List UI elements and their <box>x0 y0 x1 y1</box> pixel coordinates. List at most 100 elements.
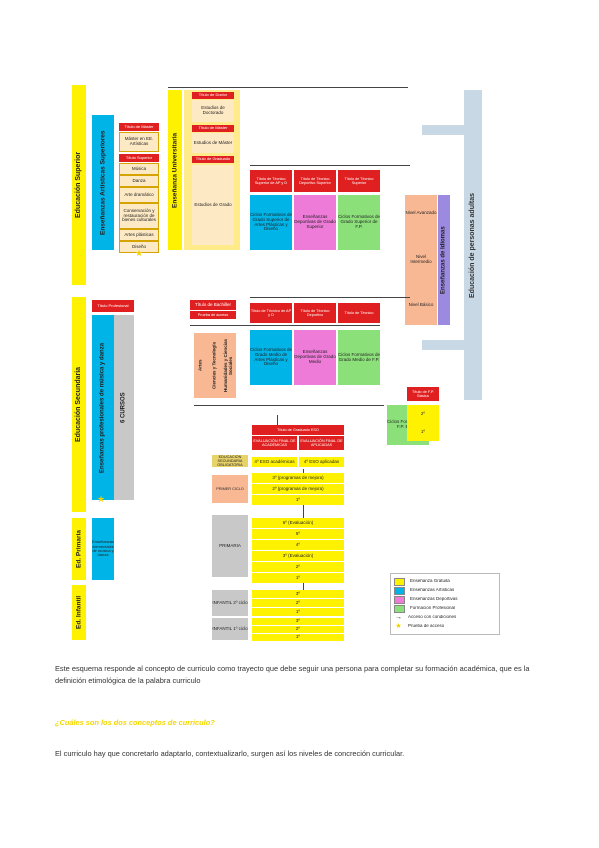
ciclo-medio-apd: Ciclos Formativos de Grado Medio de Arte… <box>250 330 292 385</box>
connector-line <box>303 469 304 473</box>
primaria-6: 6º (Evaluación) <box>252 518 344 528</box>
title-profesional: Título Profesional <box>92 300 134 312</box>
arrow-left-icon <box>422 125 464 135</box>
legend-fp: Formación Profesional <box>394 604 496 613</box>
connector-line <box>168 87 408 88</box>
eso-4-academicas: 4º ESO académicas <box>252 457 297 467</box>
fp-basica-1: 1º <box>407 423 439 441</box>
eso-1: 1º <box>252 495 344 505</box>
nivel-basico: Nivel Básico <box>408 301 434 307</box>
item-master-uni: Estudios de Máster <box>192 133 234 153</box>
infantil2-1: 1º <box>252 608 344 616</box>
item-artes-plasticas: Artes plásticas <box>119 229 159 241</box>
item-master-ee: Máster en EE. Artísticas <box>119 132 159 152</box>
title-tecnico-deportivo: Título de Técnico Deportivo <box>294 303 336 323</box>
infantil2-2: 2º <box>252 599 344 607</box>
seis-cursos: 6 CURSOS <box>114 315 134 500</box>
nivel-intermedio: Nivel Intermedio <box>410 254 432 264</box>
legend-artisticas: Enseñanzas Artísticas <box>394 586 496 595</box>
item-diseno: Diseño <box>119 241 159 253</box>
infantil1-1: 1º <box>252 634 344 641</box>
idiomas-panel <box>405 195 437 325</box>
title-fp-basica: Título de F.P. Básica <box>407 387 439 401</box>
title-doctor: Título de Doctor <box>192 92 234 99</box>
primaria-3: 3º (Evaluación) <box>252 551 344 561</box>
arrow-icon: → <box>395 613 402 621</box>
band-educacion-secundaria: Educación Secundaria <box>72 297 86 512</box>
infantil-segundo-ciclo: INFANTIL 2º ciclo <box>212 590 248 616</box>
educacion-adultas: Educación de personas adultas <box>464 90 482 400</box>
connector-line <box>277 415 278 425</box>
ensenanza-universitaria: Enseñanza Universitaria <box>168 90 182 250</box>
connector-line <box>190 325 380 326</box>
item-doctorado: Estudios de Doctorado <box>192 100 234 122</box>
title-graduado: Título de Graduado <box>192 156 234 163</box>
legend: Enseñanza Gratuita Enseñanzas Artísticas… <box>390 573 500 635</box>
item-musica: Música <box>119 163 159 175</box>
band-primaria: Ed. Primaria <box>72 518 86 580</box>
nivel-avanzado: Nivel Avanzado <box>405 209 437 215</box>
star-icon: ★ <box>134 249 144 258</box>
legend-acceso: →Acceso con condiciones <box>395 613 457 621</box>
connector-line <box>303 505 304 518</box>
infantil1-2: 2º <box>252 626 344 633</box>
eso-4-aplicadas: 4º ESO aplicadas <box>299 457 344 467</box>
item-danza: Danza <box>119 175 159 187</box>
title-master-uni: Título de Máster <box>192 125 234 132</box>
infantil1-3: 3º <box>252 618 344 625</box>
primaria-4: 4º <box>252 540 344 550</box>
legend-deportivas: Enseñanzas Deportivas <box>394 595 496 604</box>
ensenanzas-elementales: Enseñanzas elementales de música y danza <box>92 518 114 580</box>
ciclo-superior-apd: Ciclos Formativos de Grado Superior de A… <box>250 195 292 250</box>
evaluacion-academicas: EVALUACIÓN FINAL DE ACADÉMICAS <box>252 436 297 450</box>
band-infantil: Ed. Infantil <box>72 585 86 640</box>
ciclo-superior-fp: Ciclos Formativos de Grado Superior de F… <box>338 195 380 250</box>
title-tecnico-apd: Título de Técnico de AP y D <box>250 303 292 323</box>
legend-gratuita: Enseñanza Gratuita <box>394 577 496 586</box>
title-tecnico-superior-apd: Título de Técnico Superior de AP y D <box>250 170 292 192</box>
item-arte-dramatico: Arte dramático <box>119 187 159 203</box>
title-tecnico-deportivo-superior: Título de Técnico Deportivo Superior <box>294 170 336 192</box>
item-grado: Estudios de Grado <box>192 165 234 245</box>
title-tecnico: Título de Técnico <box>338 303 380 323</box>
eso-primer-ciclo: PRIMER CICLO <box>212 475 248 503</box>
ensenanzas-deportivas-medio: Enseñanzas Deportivas de Grado Medio <box>294 330 336 385</box>
primaria-label: PRIMARIA <box>212 515 248 577</box>
ensenanzas-deportivas-superior: Enseñanzas Deportivas de Grado Superior <box>294 195 336 250</box>
paragraph-1: Este esquema responde al concepto de cur… <box>55 664 530 685</box>
fp-basica-2: 2º <box>407 405 439 423</box>
star-icon: ★ <box>395 622 402 630</box>
infantil-primer-ciclo: INFANTIL 1º ciclo <box>212 618 248 640</box>
heading-conceptos: ¿Cuáles son los dos conceptos de curricu… <box>55 718 215 727</box>
prueba-acceso-bachiller: Prueba de acceso <box>190 311 236 319</box>
bachiller-ciencias: Ciencias y Tecnología <box>208 333 222 398</box>
ensenanzas-idiomas: Enseñanzas de Idiomas <box>438 195 450 325</box>
primaria-5: 5º <box>252 529 344 539</box>
title-superior: Título Superior <box>119 154 159 162</box>
connector-line <box>250 297 410 298</box>
primaria-1: 1º <box>252 573 344 583</box>
arrow-left-icon <box>422 340 464 350</box>
connector-line <box>194 405 384 406</box>
infantil2-3: 3º <box>252 590 344 598</box>
artisticas-superiores: Enseñanzas Artísticas Superiores <box>92 115 114 250</box>
title-bachiller: Título de Bachiller <box>190 300 236 310</box>
eso-segundo-ciclo: EDUCACIÓN SECUNDARIA OBLIGATORIA <box>212 455 248 467</box>
ciclo-medio-fp: Ciclos Formativos de Grado Medio de F.P. <box>338 330 380 385</box>
eso-3: 3º (programas de mejora) <box>252 473 344 483</box>
bachiller-humanidades: Humanidades y Ciencias Sociales <box>222 333 236 398</box>
connector-line <box>250 165 410 166</box>
band-educacion-superior: Educación Superior <box>72 85 86 285</box>
item-conservacion: Conservación y restauración de bienes cu… <box>119 203 159 229</box>
education-system-diagram: Educación Superior Educación Secundaria … <box>72 85 502 641</box>
evaluacion-aplicadas: EVALUACIÓN FINAL DE APLICADAS <box>299 436 344 450</box>
eso-2: 2º (programas de mejora) <box>252 484 344 494</box>
connector-line <box>303 583 304 590</box>
bachiller-artes: Artes <box>194 333 208 398</box>
ensenanzas-profesionales: Enseñanzas profesionales de música y dan… <box>92 315 114 500</box>
paragraph-2: El curriculo hay que concretarlo adaptar… <box>55 749 405 758</box>
title-graduado-eso: Título de Graduado ESO <box>252 425 344 435</box>
primaria-2: 2º <box>252 562 344 572</box>
title-tecnico-superior: Título de Técnico Superior <box>338 170 380 192</box>
title-master-artistic: Título de Máster <box>119 123 159 131</box>
